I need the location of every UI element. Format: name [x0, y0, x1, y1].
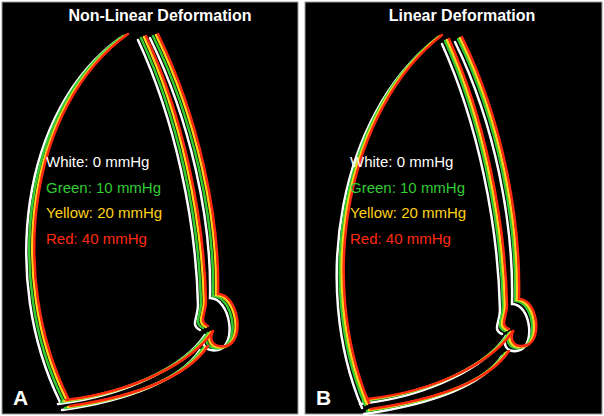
nonlinear-curves	[26, 34, 237, 410]
legend-text: Green: 10 mmHg	[350, 179, 465, 196]
legend-text: Red: 40 mmHg	[46, 230, 147, 247]
panel-background	[2, 2, 298, 414]
legend-entry: White: 0 mmHg	[46, 153, 149, 170]
legend-color: Yellow: 20 mmHg	[46, 204, 162, 221]
legend-color: White: 0 mmHg	[350, 153, 453, 170]
legend-entry: Yellow: 20 mmHg	[350, 204, 466, 221]
legend-entry: Red: 40 mmHg	[46, 230, 147, 247]
legend-text: Yellow: 20 mmHg	[46, 204, 162, 221]
legend-color: Green: 10 mmHg	[350, 179, 465, 196]
panel-title: Non-Linear Deformation	[68, 7, 251, 25]
legend-color: White: 0 mmHg	[46, 153, 149, 170]
legend-color: Red: 40 mmHg	[350, 230, 451, 247]
legend-entry: Red: 40 mmHg	[350, 230, 451, 247]
panel-letter: B	[316, 386, 331, 410]
curve-40mmhg	[344, 35, 537, 409]
legend-text: Green: 10 mmHg	[46, 179, 161, 196]
panel-letter: A	[13, 386, 28, 410]
legend-entry: Yellow: 20 mmHg	[46, 204, 162, 221]
panel-title: Linear Deformation	[389, 7, 536, 25]
linear-curves	[337, 35, 537, 414]
legend-color: Red: 40 mmHg	[46, 230, 147, 247]
legend-entry: Green: 10 mmHg	[46, 179, 161, 196]
panel-background	[305, 2, 602, 414]
legend-text: White: 0 mmHg	[46, 153, 149, 170]
legend-text: Red: 40 mmHg	[350, 230, 451, 247]
legend-color: Yellow: 20 mmHg	[350, 204, 466, 221]
curve-40mmhg	[34, 34, 237, 406]
legend-color: Green: 10 mmHg	[46, 179, 161, 196]
legend-entry: Green: 10 mmHg	[350, 179, 465, 196]
legend-text: Yellow: 20 mmHg	[350, 204, 466, 221]
legend-entry: White: 0 mmHg	[350, 153, 453, 170]
legend-text: White: 0 mmHg	[350, 153, 453, 170]
